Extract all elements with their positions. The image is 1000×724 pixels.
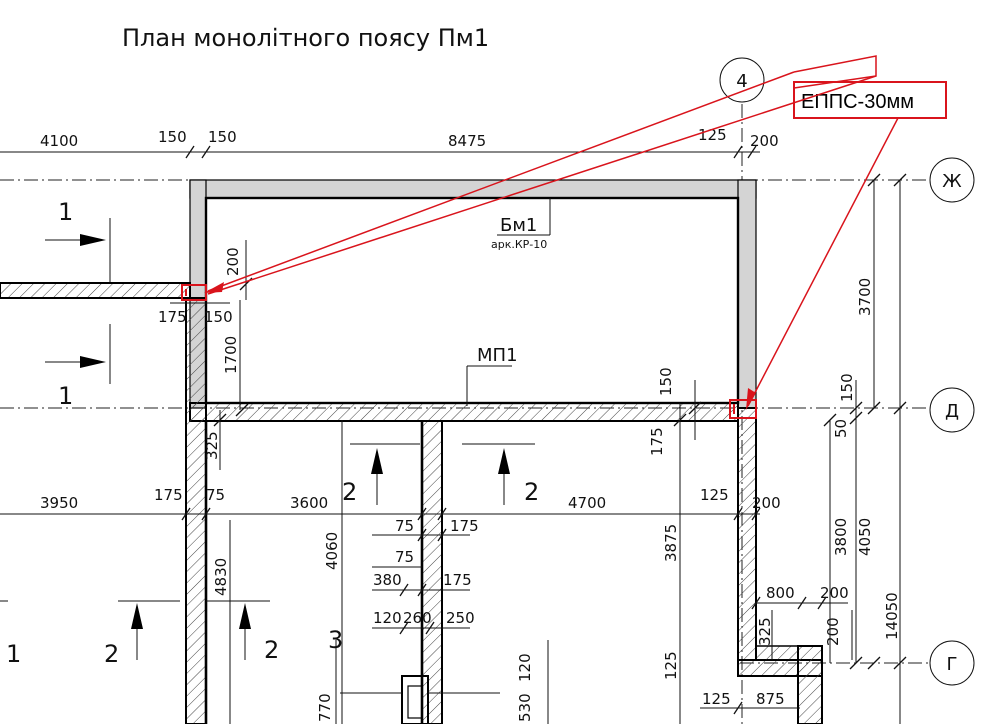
svg-text:1: 1 bbox=[58, 382, 73, 410]
svg-text:2: 2 bbox=[524, 478, 539, 506]
belt-frame bbox=[189, 179, 757, 409]
hatched-walls bbox=[0, 282, 823, 724]
dim-75-c: 75 bbox=[395, 548, 414, 566]
eps-callout-box bbox=[793, 81, 947, 119]
dim-8475: 8475 bbox=[448, 132, 486, 150]
dim-175-b: 175 bbox=[154, 486, 183, 504]
section-marker-2-a: 2 bbox=[342, 443, 420, 506]
dim-14050: 14050 bbox=[883, 592, 901, 640]
dim-175-a: 175 bbox=[158, 308, 187, 326]
svg-text:1: 1 bbox=[58, 198, 73, 226]
dim-150-b: 150 bbox=[208, 128, 237, 146]
section-marker-1-top: 1 bbox=[45, 198, 111, 282]
dimension-ticks bbox=[181, 145, 827, 715]
dim-75-a: 75 bbox=[206, 486, 225, 504]
dim-175-d: 175 bbox=[443, 571, 472, 589]
dim-3950: 3950 bbox=[40, 494, 78, 512]
section-marker-2-b: 2 bbox=[462, 443, 539, 506]
dim-380: 380 bbox=[373, 571, 402, 589]
eps-callout-label: ЕППС-30мм bbox=[801, 91, 914, 113]
dim-120-v: 120 bbox=[516, 653, 534, 682]
dim-150-v: 150 bbox=[657, 367, 675, 396]
dim-250: 250 bbox=[446, 609, 475, 627]
svg-text:2: 2 bbox=[342, 478, 357, 506]
dim-3800: 3800 bbox=[832, 518, 850, 556]
beam-label: Бм1 арк.КР-10 bbox=[491, 198, 551, 251]
dim-120: 120 bbox=[373, 609, 402, 627]
svg-text:арк.КР-10: арк.КР-10 bbox=[491, 238, 547, 251]
dim-200-a: 200 bbox=[750, 132, 779, 150]
dim-150-d: 150 bbox=[838, 373, 856, 402]
section-marker-1-left: 1 bbox=[6, 640, 21, 668]
dim-770: 770 bbox=[316, 693, 334, 722]
section-marker-3: 3 bbox=[328, 626, 343, 654]
svg-text:4: 4 bbox=[736, 71, 747, 92]
plate-label: МП1 bbox=[466, 345, 518, 406]
section-marker-2-c: 2 bbox=[104, 600, 180, 668]
dim-325-b: 325 bbox=[756, 617, 774, 646]
dim-800: 800 bbox=[766, 584, 795, 602]
dim-50: 50 bbox=[832, 419, 850, 438]
dim-530: 530 bbox=[516, 693, 534, 722]
dim-200-v: 200 bbox=[224, 247, 242, 276]
axis-marker-zh: Ж bbox=[929, 157, 975, 203]
svg-text:Д: Д bbox=[945, 401, 959, 422]
axis-marker-4: 4 bbox=[719, 57, 765, 103]
dim-125-a: 125 bbox=[698, 126, 727, 144]
dim-4700: 4700 bbox=[568, 494, 606, 512]
dim-200-b: 200 bbox=[752, 494, 781, 512]
dim-175-c: 175 bbox=[450, 517, 479, 535]
dim-175-v: 175 bbox=[648, 427, 666, 456]
svg-text:Г: Г bbox=[947, 654, 958, 675]
dim-3875: 3875 bbox=[662, 524, 680, 562]
dim-150-c: 150 bbox=[204, 308, 233, 326]
dim-1700: 1700 bbox=[222, 336, 240, 374]
dim-260: 260 bbox=[403, 609, 432, 627]
dimension-ticks-vertical bbox=[213, 173, 907, 670]
dim-200-c: 200 bbox=[820, 584, 849, 602]
drawing-title: План монолітного поясу Пм1 bbox=[122, 24, 489, 52]
dim-3700: 3700 bbox=[856, 278, 874, 316]
eps-callout: ЕППС-30мм bbox=[181, 55, 947, 419]
dim-125-b: 125 bbox=[700, 486, 729, 504]
dim-200-d: 200 bbox=[824, 617, 842, 646]
svg-text:Ж: Ж bbox=[942, 171, 962, 192]
dim-875: 875 bbox=[756, 690, 785, 708]
svg-text:2: 2 bbox=[264, 636, 279, 664]
dim-125-d: 125 bbox=[702, 690, 731, 708]
svg-text:Бм1: Бм1 bbox=[500, 215, 537, 236]
dim-125-c: 125 bbox=[662, 651, 680, 680]
axis-marker-d: Д bbox=[929, 387, 975, 433]
axis-marker-g: Г bbox=[929, 640, 975, 686]
dim-4830: 4830 bbox=[212, 558, 230, 596]
dim-3600: 3600 bbox=[290, 494, 328, 512]
dim-75-b: 75 bbox=[395, 517, 414, 535]
dim-325-a: 325 bbox=[203, 431, 221, 460]
section-marker-2-d: 2 bbox=[206, 600, 279, 664]
dim-4050: 4050 bbox=[856, 518, 874, 556]
section-marker-1-bottom: 1 bbox=[45, 324, 111, 410]
dim-150-a: 150 bbox=[158, 128, 187, 146]
svg-text:2: 2 bbox=[104, 640, 119, 668]
svg-text:МП1: МП1 bbox=[477, 345, 518, 366]
dim-4100: 4100 bbox=[40, 132, 78, 150]
dim-4060: 4060 bbox=[323, 532, 341, 570]
